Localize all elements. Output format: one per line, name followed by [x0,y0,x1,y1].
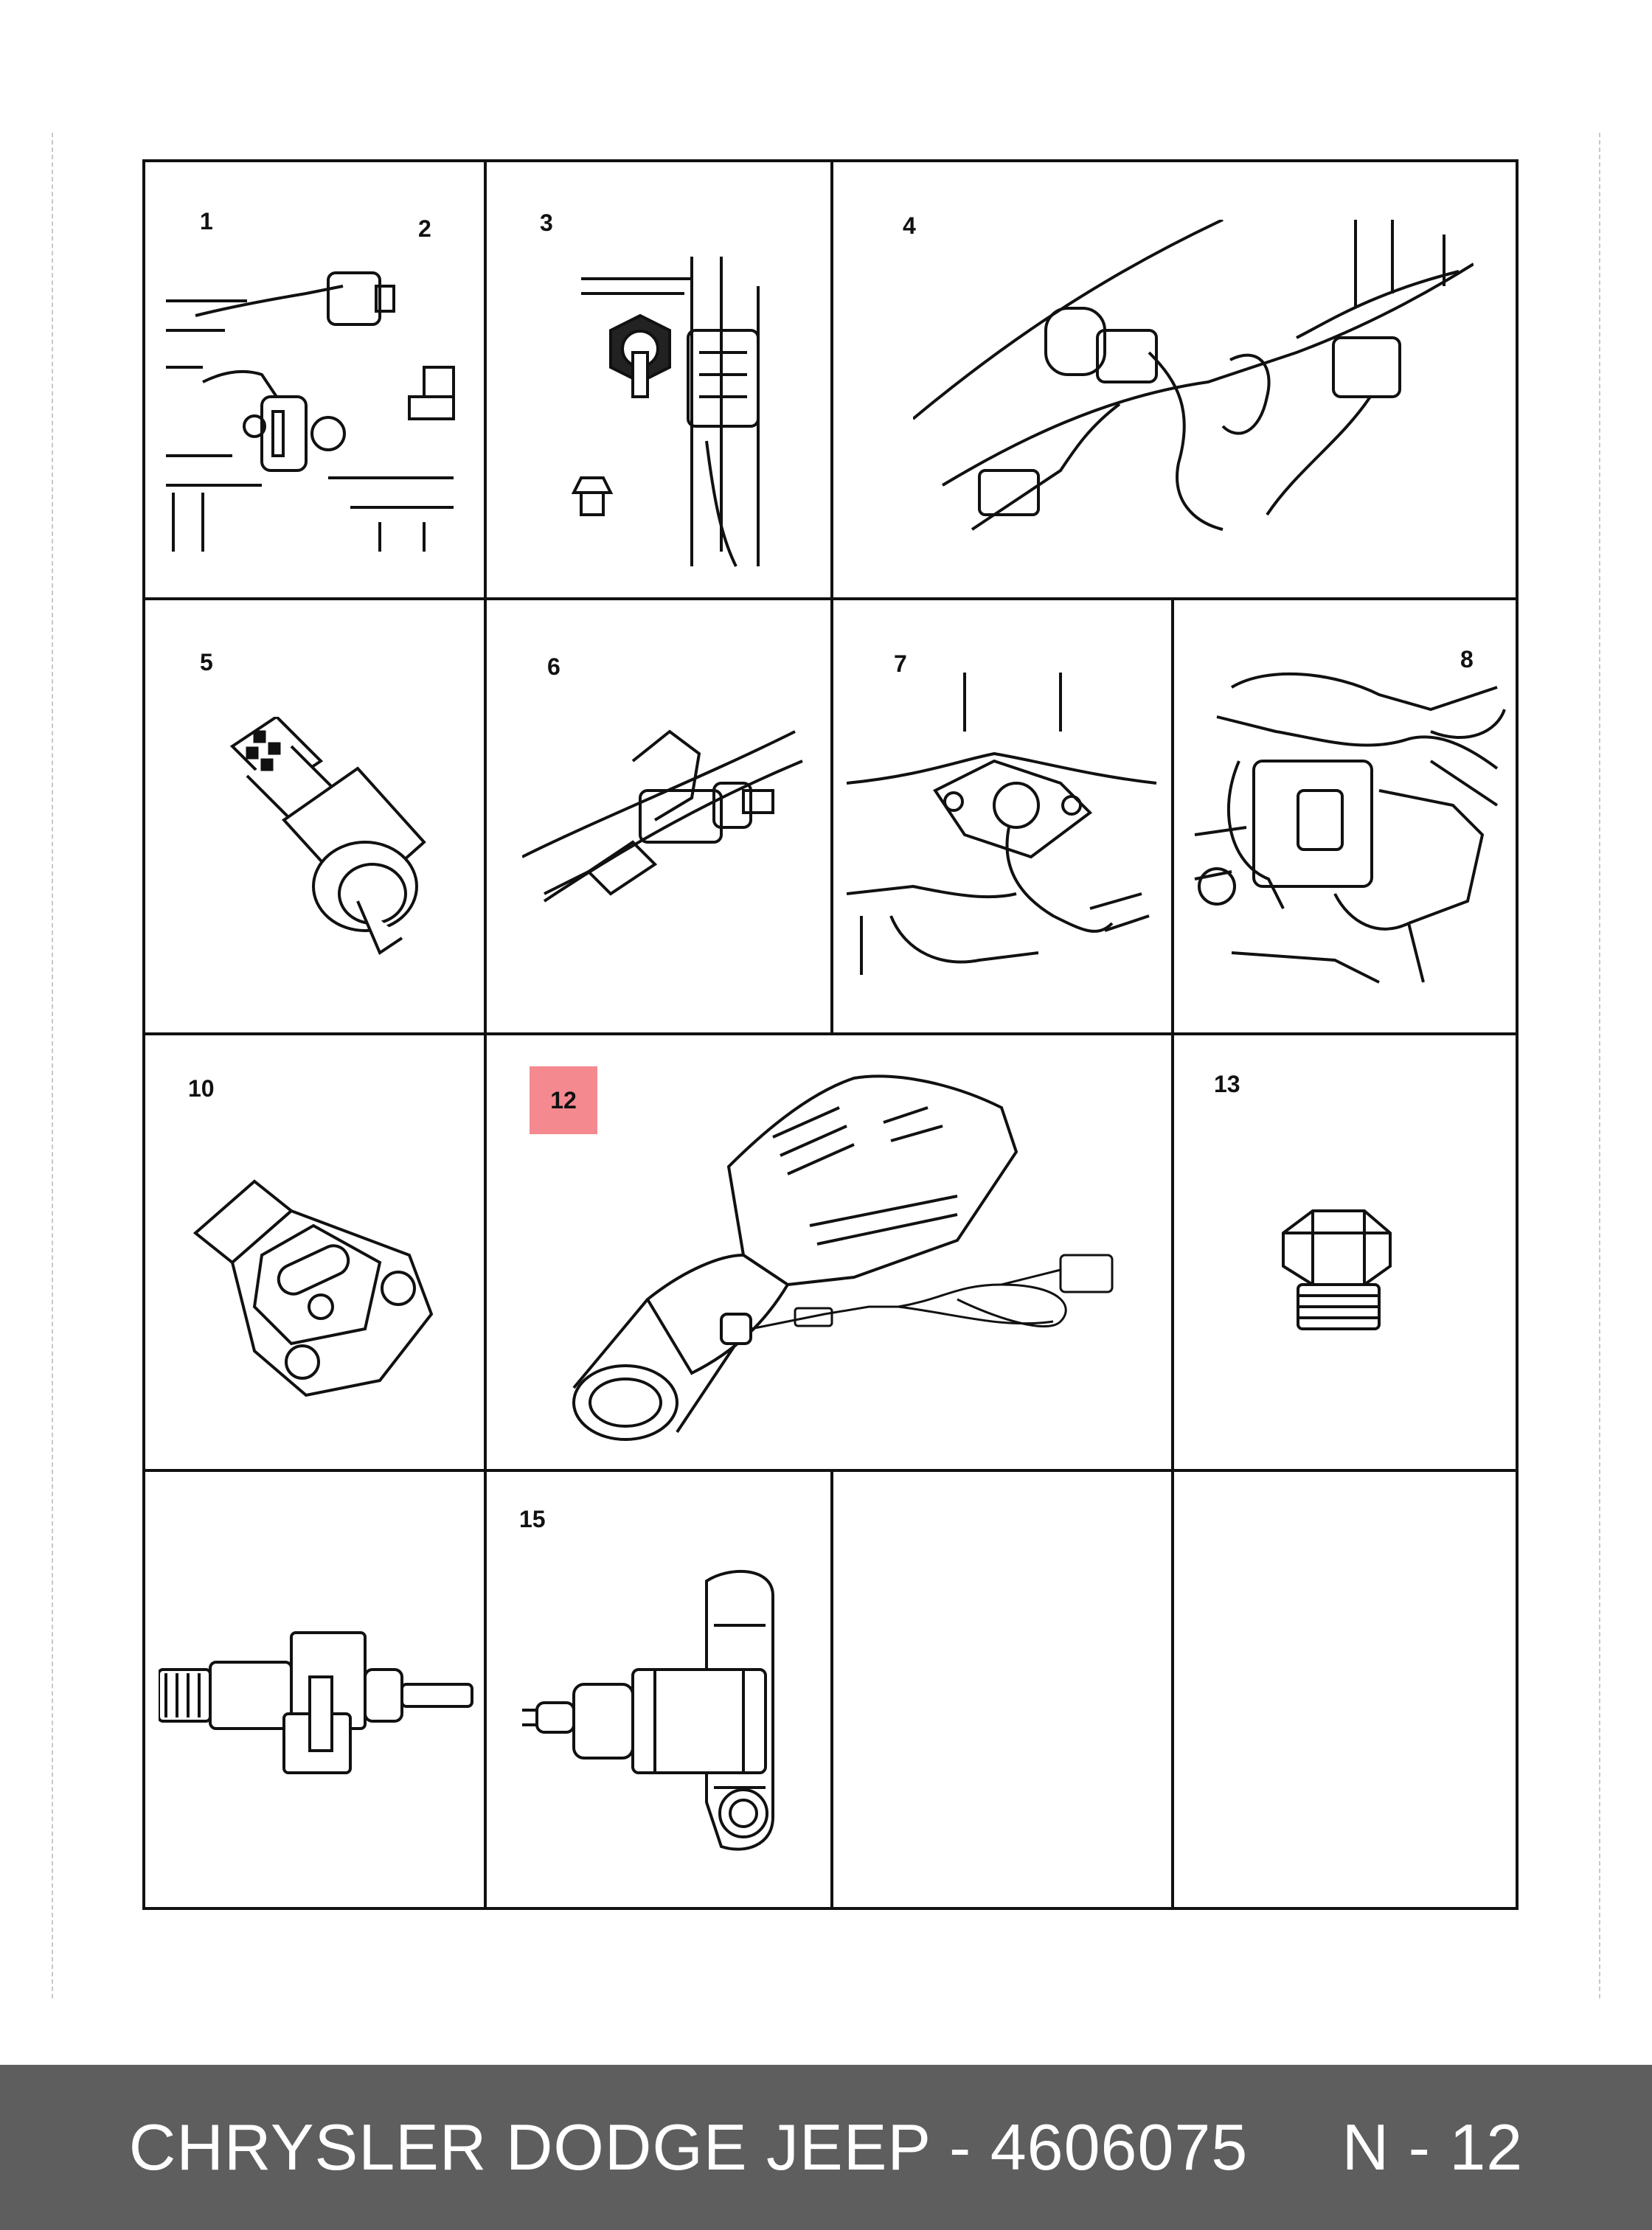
crank-position-sensor-icon [522,1569,774,1851]
panel-14 [144,1470,485,1908]
engine-sensor-harness-icon [1194,672,1506,984]
callout-label: 2 [418,215,431,242]
pressure-switch-icon [571,257,760,567]
panel-1: 1 2 [144,161,485,599]
panel-8: 8 [1173,599,1517,1034]
callout-label: 4 [903,212,916,239]
panel-10: 10 [144,1034,485,1470]
highlighted-callout-label: 12 [530,1066,597,1134]
callout-label: 10 [188,1075,215,1102]
hex-plug-icon [1282,1209,1392,1330]
throttle-position-sensor-icon [192,1179,434,1397]
engine-harness-sensor-icon [913,220,1474,531]
panel-4: 4 [832,161,1517,599]
panel-6: 6 [485,599,832,1034]
callout-label: 7 [894,650,907,677]
callout-label: 5 [200,649,213,675]
part-title: CHRYSLER DODGE JEEP - 4606075 [128,2111,1249,2184]
panel-15: 15 [485,1470,832,1908]
panel-12: 12 [485,1034,1173,1470]
footer-text: CHRYSLER DODGE JEEP - 4606075 N - 12 [129,2110,1523,2185]
panel-empty-1 [832,1470,1173,1908]
panel-13: 13 [1173,1034,1517,1470]
callout-label: 1 [200,208,213,235]
panel-empty-2 [1173,1470,1517,1908]
left-margin-line [52,133,53,1998]
panel-3: 3 [485,161,832,599]
map-sensor-icon [847,673,1157,975]
inline-speed-sensor-icon [159,1631,473,1774]
exhaust-temp-sensor-icon [572,1074,1114,1441]
callout-label: 6 [547,653,560,680]
right-margin-line [1599,133,1600,1998]
callout-label: 13 [1214,1071,1240,1097]
callout-label: 8 [1460,646,1474,673]
wiring-connector-engine-icon [166,271,455,552]
callout-label: 15 [519,1506,546,1532]
sheet-code: N - 12 [1342,2111,1524,2184]
panel-5: 5 [144,599,485,1034]
panel-7: 7 [832,599,1173,1034]
callout-label: 3 [540,209,553,236]
bracket-sensor-icon [522,729,803,903]
footer-bar: CHRYSLER DODGE JEEP - 4606075 N - 12 [0,2065,1652,2230]
coolant-temp-sensor-icon [229,717,426,955]
footer-gap [1248,2111,1342,2184]
